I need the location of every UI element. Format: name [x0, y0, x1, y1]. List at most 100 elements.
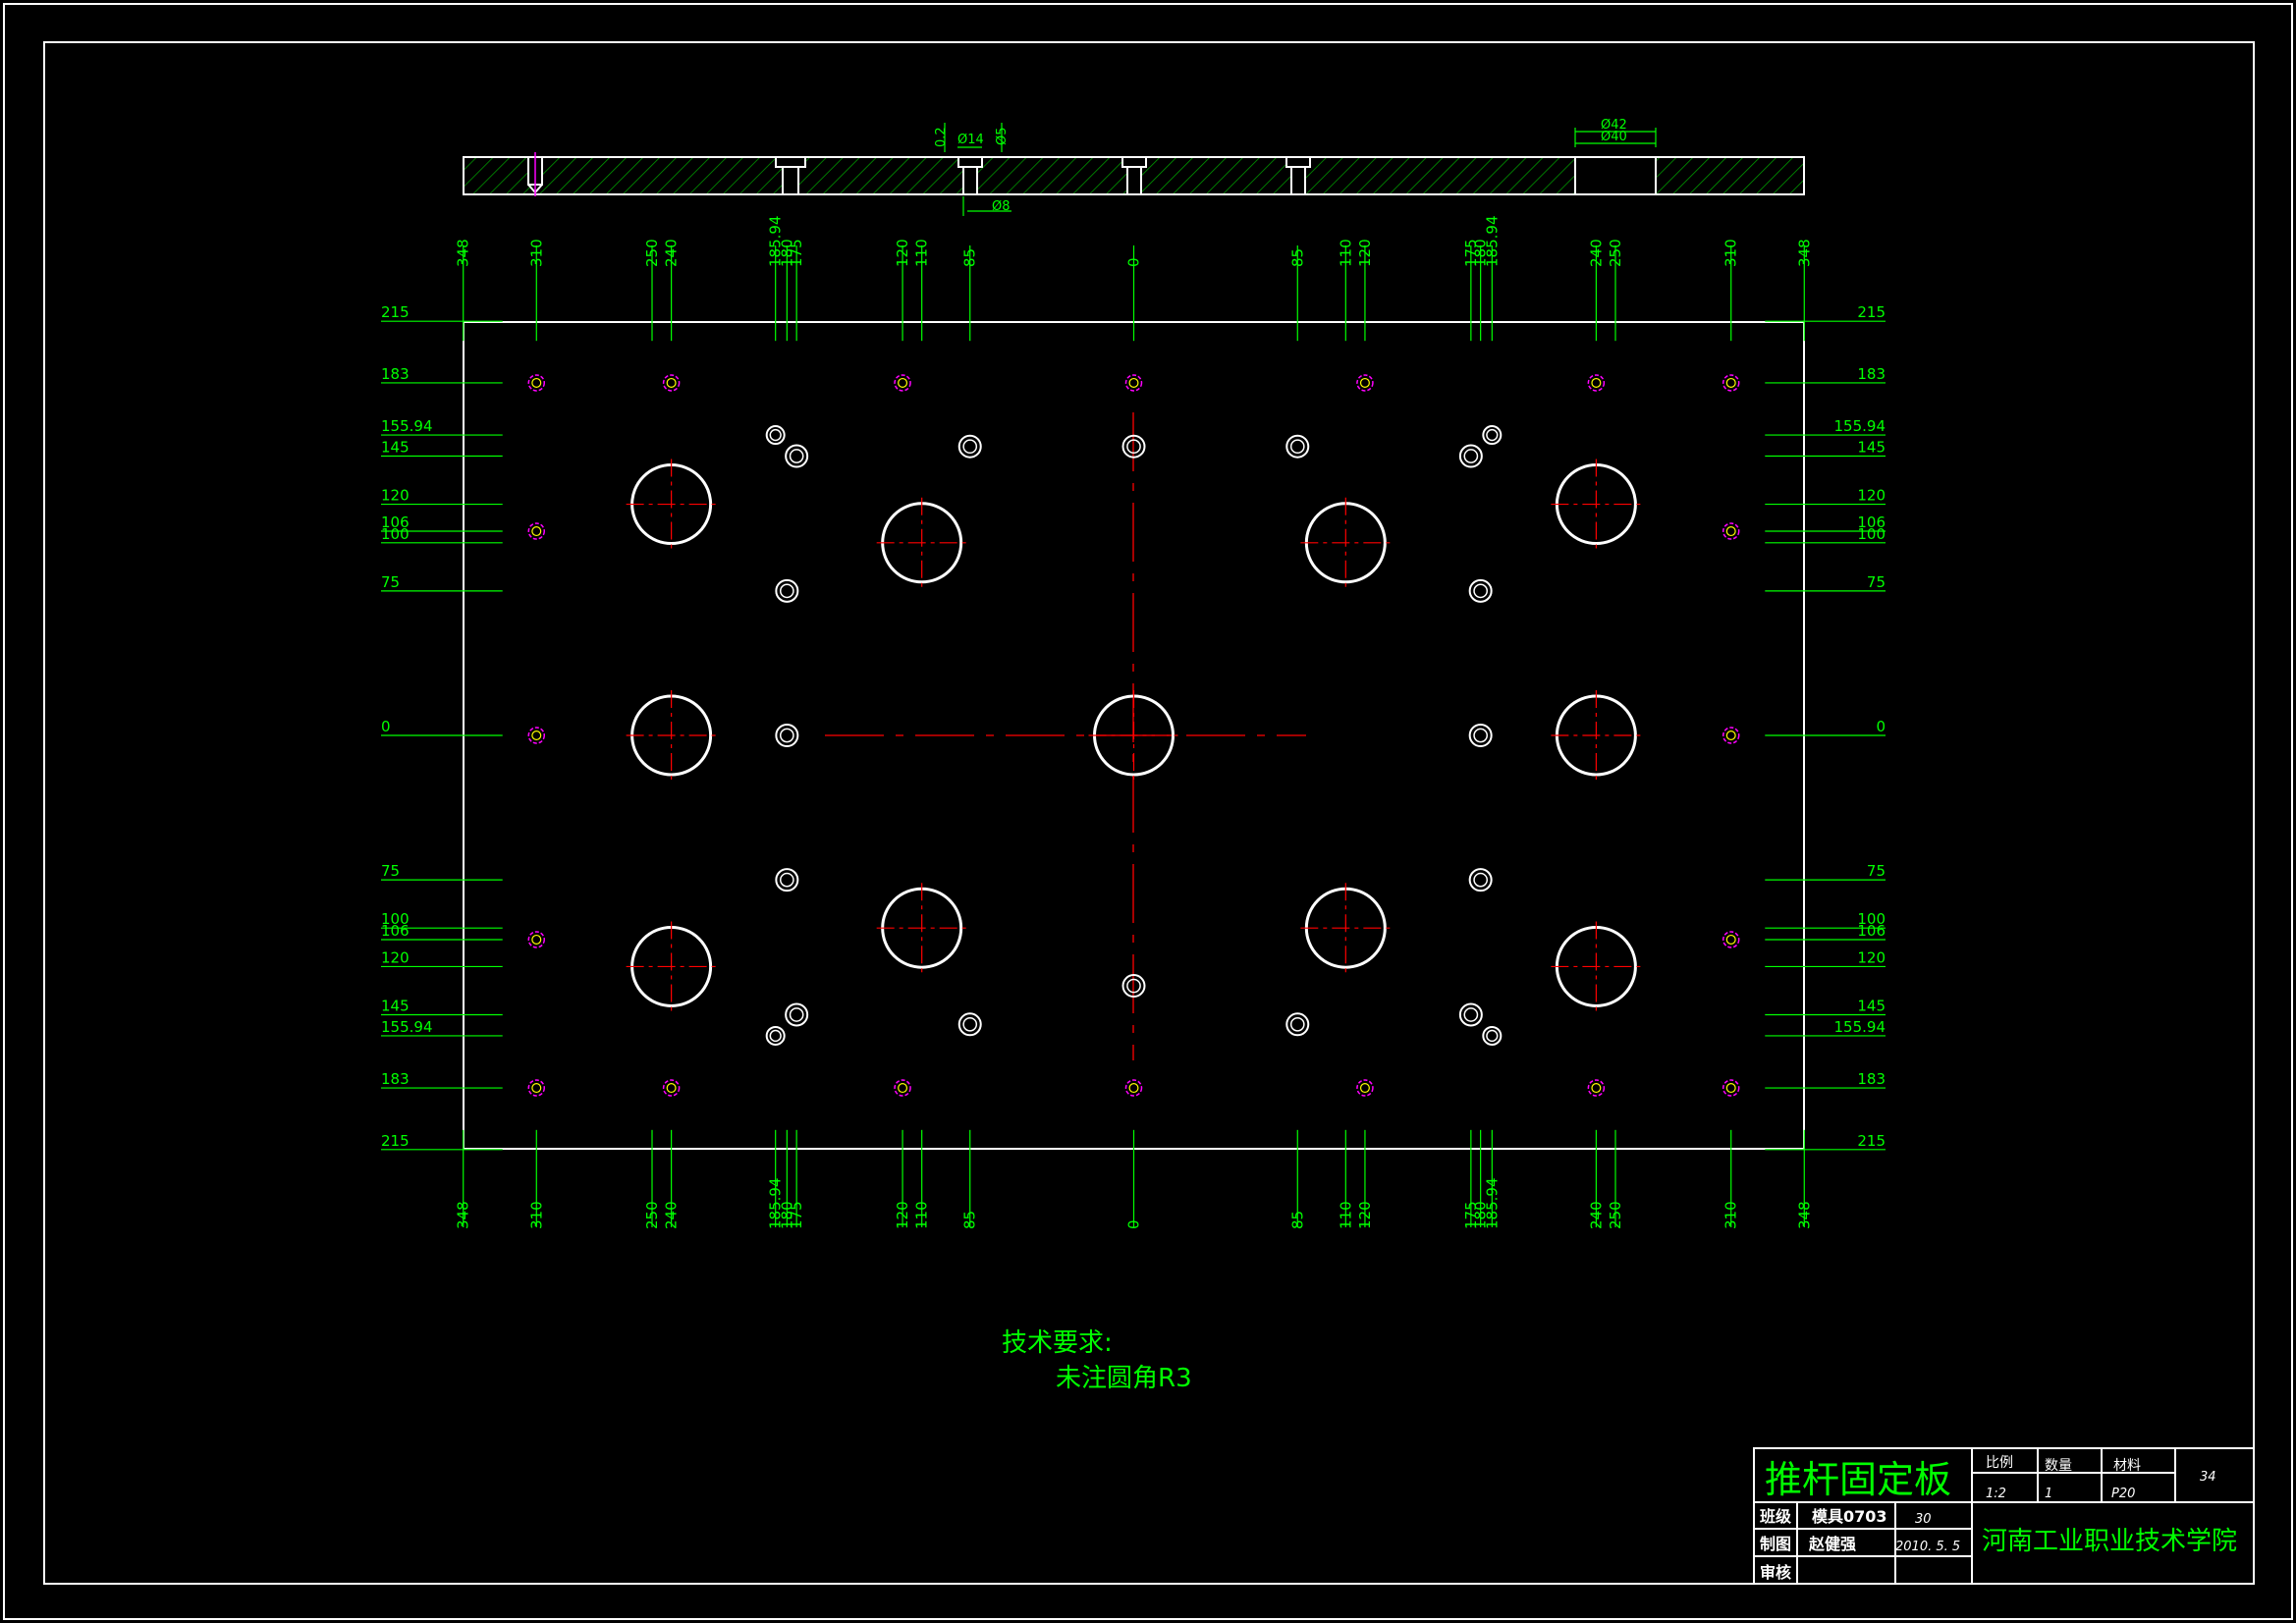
scale-label: 比例 — [1986, 1455, 2013, 1471]
x-dim-label-top: 250 — [643, 239, 661, 267]
dimension-lines — [381, 245, 1886, 1227]
ejector-hole — [785, 444, 809, 468]
y-dim-label-left: 106 — [381, 514, 410, 531]
x-dim-label-bottom: 175 — [788, 1201, 805, 1229]
x-dim-label-bottom: 250 — [643, 1201, 661, 1229]
ejector-hole — [1285, 1012, 1310, 1037]
x-dim-label-top: 250 — [1607, 239, 1624, 267]
guide-hole — [626, 459, 717, 550]
threaded-hole — [662, 374, 681, 392]
threaded-hole — [1722, 522, 1740, 540]
y-dim-label-right: 155.94 — [1834, 417, 1886, 435]
y-dim-label-left: 120 — [381, 487, 410, 505]
y-dim-label-left: 75 — [381, 862, 400, 880]
title-block — [1753, 1447, 2255, 1585]
guide-hole — [1551, 921, 1642, 1012]
x-dim-label-top: 180 — [778, 239, 795, 267]
centerlines — [825, 412, 1306, 1060]
y-dim-label-left: 155.94 — [381, 417, 433, 435]
material-label: 材料 — [2113, 1458, 2141, 1474]
ejector-hole — [957, 1012, 982, 1037]
threaded-hole — [894, 374, 911, 392]
y-dim-label-left: 120 — [381, 948, 410, 966]
y-dim-label-left: 155.94 — [381, 1018, 433, 1036]
ejector-hole — [957, 434, 982, 459]
guide-hole — [1300, 497, 1392, 588]
ejector-hole — [775, 578, 799, 603]
ejector-hole — [785, 1002, 809, 1027]
threaded-hole — [527, 1079, 546, 1097]
x-dim-label-bottom: 250 — [1607, 1201, 1624, 1229]
x-dim-label-top: 348 — [1795, 239, 1813, 267]
x-dim-label-bottom: 310 — [1722, 1201, 1740, 1229]
y-dim-label-right: 120 — [1857, 948, 1886, 966]
tech-req-title: 技术要求: — [1002, 1328, 1113, 1358]
x-dim-label-top: 85 — [1288, 248, 1306, 267]
y-dim-label-right: 100 — [1857, 525, 1886, 543]
section-dim-0: 0.2 — [934, 127, 949, 147]
x-dim-label-top: 85 — [961, 248, 979, 267]
x-dim-label-bottom: 185.94 — [1483, 1178, 1501, 1230]
threaded-hole — [1124, 1079, 1143, 1097]
section-dim-2: Ø5 — [995, 127, 1010, 145]
y-dim-label-left: 100 — [381, 525, 410, 543]
y-dim-label-left: 0 — [381, 718, 391, 735]
y-dim-label-right: 106 — [1857, 514, 1886, 531]
ejector-hole — [1458, 444, 1483, 468]
threaded-hole — [1722, 374, 1740, 392]
threaded-hole — [1124, 374, 1143, 392]
guide-hole — [1088, 690, 1179, 781]
x-dim-label-bottom: 185.94 — [767, 1178, 785, 1230]
holes — [527, 374, 1740, 1097]
y-dim-label-right: 155.94 — [1834, 1018, 1886, 1036]
guide-hole — [1551, 690, 1642, 781]
section-dim-1: Ø14 — [957, 133, 984, 147]
x-dim-label-bottom: 180 — [1472, 1201, 1490, 1229]
guide-hole — [876, 497, 967, 588]
sheet-no: 34 — [2200, 1470, 2216, 1485]
guide-hole — [626, 921, 717, 1012]
ejector-hole — [775, 724, 799, 747]
x-dim-label-bottom: 110 — [1337, 1201, 1354, 1229]
x-dim-label-top: 185.94 — [1483, 216, 1501, 268]
ejector-hole — [765, 425, 786, 446]
x-dim-label-bottom: 180 — [778, 1201, 795, 1229]
y-dim-label-right: 215 — [1857, 303, 1886, 321]
x-dim-label-bottom: 110 — [913, 1201, 931, 1229]
y-dim-label-left: 145 — [381, 439, 410, 457]
ejector-hole — [1468, 724, 1493, 747]
x-dim-label-top: 348 — [455, 239, 472, 267]
y-dim-label-right: 75 — [1867, 862, 1886, 880]
threaded-hole — [894, 1079, 911, 1097]
y-dim-label-right: 215 — [1857, 1132, 1886, 1150]
x-dim-label-top: 110 — [1337, 239, 1354, 267]
threaded-hole — [527, 727, 546, 744]
y-dim-label-left: 75 — [381, 573, 400, 591]
threaded-hole — [1356, 374, 1374, 392]
guide-hole — [876, 883, 967, 974]
y-dim-label-left: 183 — [381, 365, 410, 383]
x-dim-label-top: 175 — [788, 239, 805, 267]
x-dim-label-bottom: 310 — [527, 1201, 545, 1229]
x-dim-label-top: 120 — [894, 239, 911, 267]
section-dim-3: Ø8 — [992, 199, 1011, 214]
guide-hole — [1551, 459, 1642, 550]
y-dim-label-left: 145 — [381, 997, 410, 1014]
qty-label: 数量 — [2045, 1458, 2072, 1474]
threaded-hole — [1356, 1079, 1374, 1097]
ejector-hole — [1468, 868, 1493, 893]
x-dim-label-bottom: 348 — [1795, 1201, 1813, 1229]
tech-req-item: 未注圆角R3 — [1056, 1364, 1192, 1393]
check-label: 审核 — [1760, 1563, 1791, 1582]
draw-label: 制图 — [1760, 1535, 1791, 1553]
y-dim-label-left: 106 — [381, 922, 410, 940]
y-dim-label-right: 145 — [1857, 997, 1886, 1014]
x-dim-label-bottom: 0 — [1125, 1219, 1143, 1229]
y-dim-label-left: 215 — [381, 303, 410, 321]
ejector-hole — [765, 1025, 786, 1046]
ejector-hole — [1482, 1025, 1503, 1046]
x-dim-label-bottom: 240 — [663, 1201, 681, 1229]
y-dim-label-right: 75 — [1867, 573, 1886, 591]
guide-hole — [1300, 883, 1392, 974]
